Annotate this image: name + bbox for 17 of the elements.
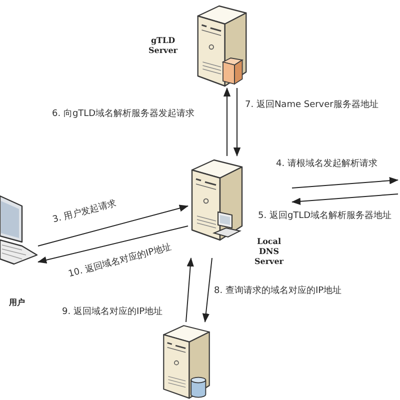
arrow [202, 258, 212, 322]
arrow [38, 226, 188, 264]
edge-label: 6. 向gTLD域名解析服务器发起请求 [52, 109, 195, 120]
server-label: gTLD Server [147, 35, 179, 55]
edge-label: 9. 返回域名对应的IP地址 [62, 307, 163, 318]
arrow [233, 88, 241, 156]
server-label: Local DNS Server [253, 236, 285, 266]
edge-label: 5. 返回gTLD域名解析服务器地址 [258, 211, 392, 222]
user-label: 用户 [8, 297, 26, 307]
edge-label: 7. 返回Name Server服务器地址 [245, 100, 378, 111]
edge-label: 8. 查询请求的域名对应的IP地址 [214, 286, 342, 297]
arrow [223, 88, 231, 156]
arrow [38, 204, 188, 246]
arrow [292, 177, 398, 188]
arrow [292, 194, 398, 205]
edge-label: 4. 请根域名发起解析请求 [276, 159, 378, 170]
arrow [186, 258, 194, 322]
